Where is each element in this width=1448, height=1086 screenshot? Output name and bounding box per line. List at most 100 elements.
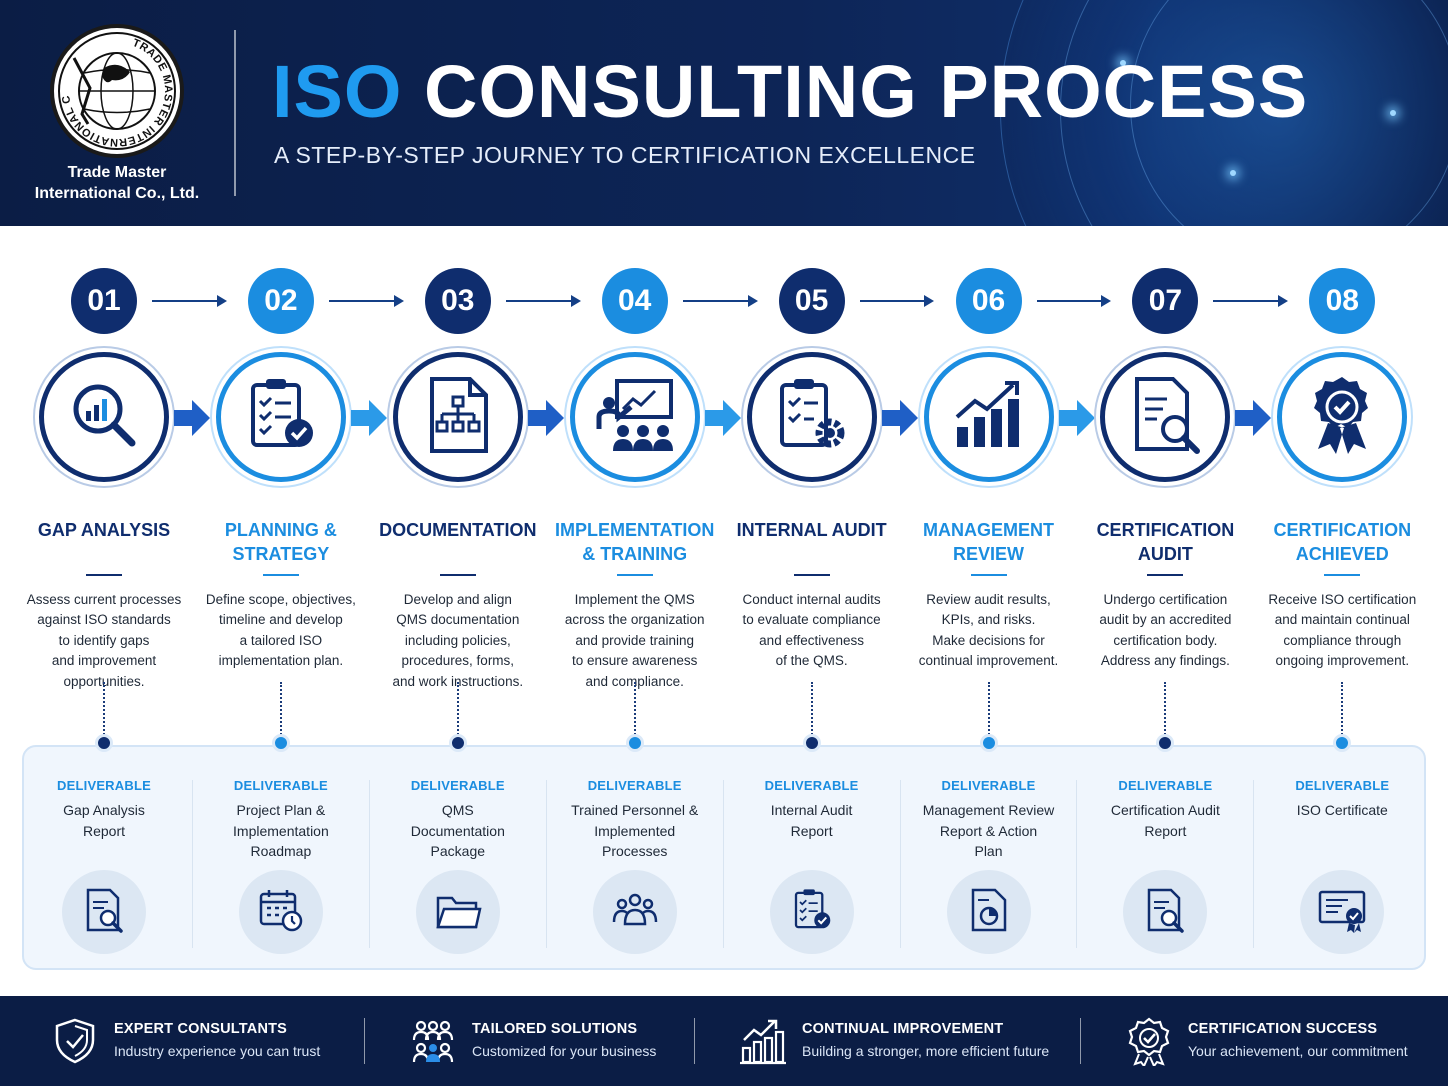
deliverable-text: Certification Audit Report — [1110, 802, 1220, 839]
panel-divider — [545, 780, 547, 948]
deliverable-label: DELIVERABLE — [410, 778, 505, 793]
step-number-badge: 08 — [1309, 268, 1376, 334]
company-name: Trade Master International Co., Ltd. — [20, 162, 214, 204]
company-logo-seal: TRADE MASTER INTERNATIONAL CO., LTD. — [54, 28, 176, 150]
step-title: DOCUMENTATION — [379, 520, 537, 540]
panel-divider — [191, 780, 193, 948]
page-title: ISO CONSULTING PROCESS — [272, 52, 1308, 132]
step-number-badge: 03 — [424, 268, 491, 334]
step-arrow — [152, 295, 227, 307]
deliverable-text: Project Plan & Implementation Roadmap — [233, 802, 329, 859]
step-flow-arrow — [880, 398, 920, 438]
deliverable-label: DELIVERABLE — [941, 778, 1036, 793]
footer-divider — [364, 1018, 365, 1064]
deliverable-label: DELIVERABLE — [1295, 778, 1390, 793]
step-connector-dot — [95, 734, 113, 752]
step-icon-circle — [215, 352, 346, 482]
page-subtitle: A STEP-BY-STEP JOURNEY TO CERTIFICATION … — [274, 142, 976, 168]
step-flow-arrow — [172, 398, 212, 438]
document-flowchart-icon — [416, 373, 500, 462]
step-number-badge: 06 — [955, 268, 1022, 334]
footer-feature-subtitle: Building a stronger, more efficient futu… — [802, 1043, 1050, 1059]
deliverable-label: DELIVERABLE — [1118, 778, 1213, 793]
step-description: Develop and align QMS documentation incl… — [392, 592, 524, 689]
step-number-badge: 02 — [247, 268, 314, 334]
step-connector-line — [810, 682, 813, 742]
step-arrow — [682, 295, 758, 307]
company-logo: TRADE MASTER INTERNATIONAL CO., LTD. — [50, 24, 184, 158]
deliverable-text: Trained Personnel & Implemented Processe… — [571, 802, 699, 859]
deliverable-text: Internal Audit Report — [770, 802, 853, 839]
process-step: 07 CERTIFICATION AUDIT Undergo certifica… — [1077, 226, 1253, 996]
training-presentation-icon — [593, 373, 677, 462]
folder-icon — [434, 886, 482, 939]
header-banner: TRADE MASTER INTERNATIONAL CO., LTD. Tra… — [0, 0, 1448, 226]
award-badge-icon — [1300, 373, 1384, 462]
process-step: 06 MANAGEMENT REVIEW Review audit result… — [901, 226, 1077, 996]
step-title-underline — [793, 574, 830, 576]
globe-arc — [1060, 0, 1448, 226]
step-icon-circle — [569, 352, 700, 482]
deliverable-icon-circle — [592, 870, 677, 954]
bar-growth-icon — [738, 1016, 788, 1066]
deliverable-icon-circle — [1123, 870, 1208, 954]
company-name-line2: International Co., Ltd. — [34, 185, 200, 202]
footer-divider — [694, 1018, 695, 1064]
growth-chart-icon — [947, 373, 1031, 462]
step-connector-line — [987, 682, 990, 742]
certificate-icon — [1318, 886, 1366, 939]
deliverable-text: Gap Analysis Report — [63, 802, 145, 839]
panel-divider — [368, 780, 370, 948]
footer-divider — [1080, 1018, 1081, 1064]
deliverable-label: DELIVERABLE — [587, 778, 682, 793]
step-number-badge: 07 — [1132, 268, 1199, 334]
process-step: 03 DOCUMENTATION Develop and align QMS d… — [370, 226, 546, 996]
deliverable-text: QMS Documentation Package — [410, 802, 505, 859]
step-description: Undergo certification audit by an accred… — [1099, 592, 1232, 669]
step-arrow — [328, 295, 404, 307]
footer-feature-subtitle: Customized for your business — [472, 1043, 657, 1059]
step-connector-line — [1341, 682, 1344, 742]
process-steps: 01 GAP ANALYSIS Assess current processes… — [0, 226, 1448, 996]
step-title-underline — [616, 574, 653, 576]
report-search-icon — [1141, 886, 1189, 939]
step-icon-circle — [392, 352, 523, 482]
step-connector-line — [456, 682, 459, 742]
deliverable-icon-circle — [946, 870, 1031, 954]
calendar-clock-icon — [257, 886, 305, 939]
step-connector-line — [279, 682, 282, 742]
step-description: Implement the QMS across the organizatio… — [564, 592, 705, 689]
step-connector-line — [103, 682, 105, 742]
team-icon — [611, 886, 659, 939]
step-number-badge: 01 — [71, 268, 137, 334]
deliverable-icon-circle — [238, 870, 323, 954]
magnifier-chart-icon — [62, 373, 146, 462]
footer-feature-subtitle: Your achievement, our commitment — [1188, 1043, 1408, 1059]
step-title-underline — [1324, 574, 1361, 576]
step-arrow — [859, 295, 935, 307]
deliverable-label: DELIVERABLE — [57, 778, 151, 793]
panel-divider — [899, 780, 901, 948]
glow-point — [1120, 60, 1126, 66]
step-description: Assess current processes against ISO sta… — [26, 592, 182, 689]
clipboard-check-icon — [239, 373, 323, 462]
process-step: 02 PLANNING & STRATEGY Define scope, obj… — [193, 226, 369, 996]
step-title-underline — [439, 574, 476, 576]
process-step: 01 GAP ANALYSIS Assess current processes… — [16, 226, 192, 996]
step-icon-circle — [923, 352, 1054, 482]
step-arrow — [1036, 295, 1112, 307]
report-search-icon — [80, 886, 128, 939]
footer-feature-subtitle: Industry experience you can trust — [114, 1043, 321, 1059]
step-title-underline — [970, 574, 1007, 576]
panel-divider — [1076, 780, 1078, 948]
document-pie-icon — [965, 886, 1013, 939]
step-icon-circle — [1277, 352, 1408, 482]
footer-feature-title: CERTIFICATION SUCCESS — [1188, 1021, 1378, 1037]
deliverable-label: DELIVERABLE — [233, 778, 328, 793]
step-connector-dot — [1333, 734, 1352, 752]
panel-divider — [722, 780, 724, 948]
step-flow-arrow — [703, 398, 743, 438]
footer-feature-title: EXPERT CONSULTANTS — [114, 1021, 288, 1037]
step-title: CERTIFICATION AUDIT — [1096, 520, 1235, 564]
step-title-underline — [1147, 574, 1184, 576]
